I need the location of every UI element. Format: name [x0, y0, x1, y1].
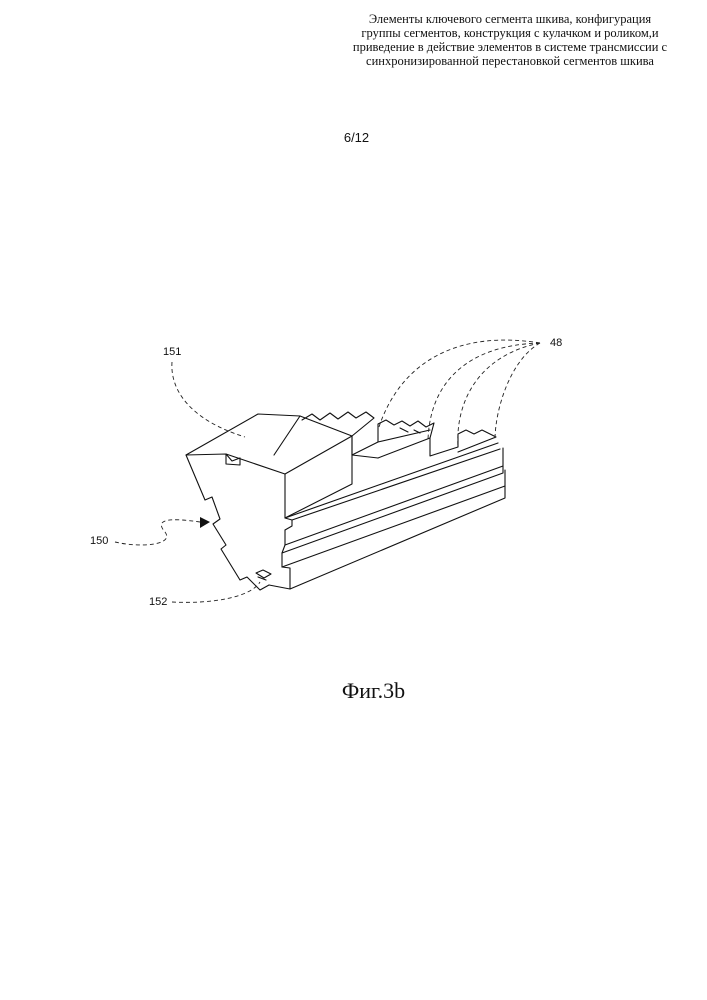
leader-152: [172, 582, 260, 602]
slot-151: [226, 454, 240, 465]
arrow-150: [200, 517, 210, 528]
block-top-face: [186, 414, 352, 474]
rail-lower-edge: [282, 448, 503, 553]
teeth: [302, 412, 374, 436]
ref-152: 152: [149, 596, 167, 608]
slot-152: [256, 570, 271, 580]
block-left-profile: [186, 455, 269, 590]
leader-151: [172, 362, 245, 437]
figure-caption: Фиг.3b: [0, 678, 707, 704]
leader-150: [115, 520, 200, 545]
ref-48: 48: [550, 337, 562, 349]
ref-150: 150: [90, 535, 108, 547]
leader-48: [378, 340, 540, 430]
ref-151: 151: [163, 346, 181, 358]
